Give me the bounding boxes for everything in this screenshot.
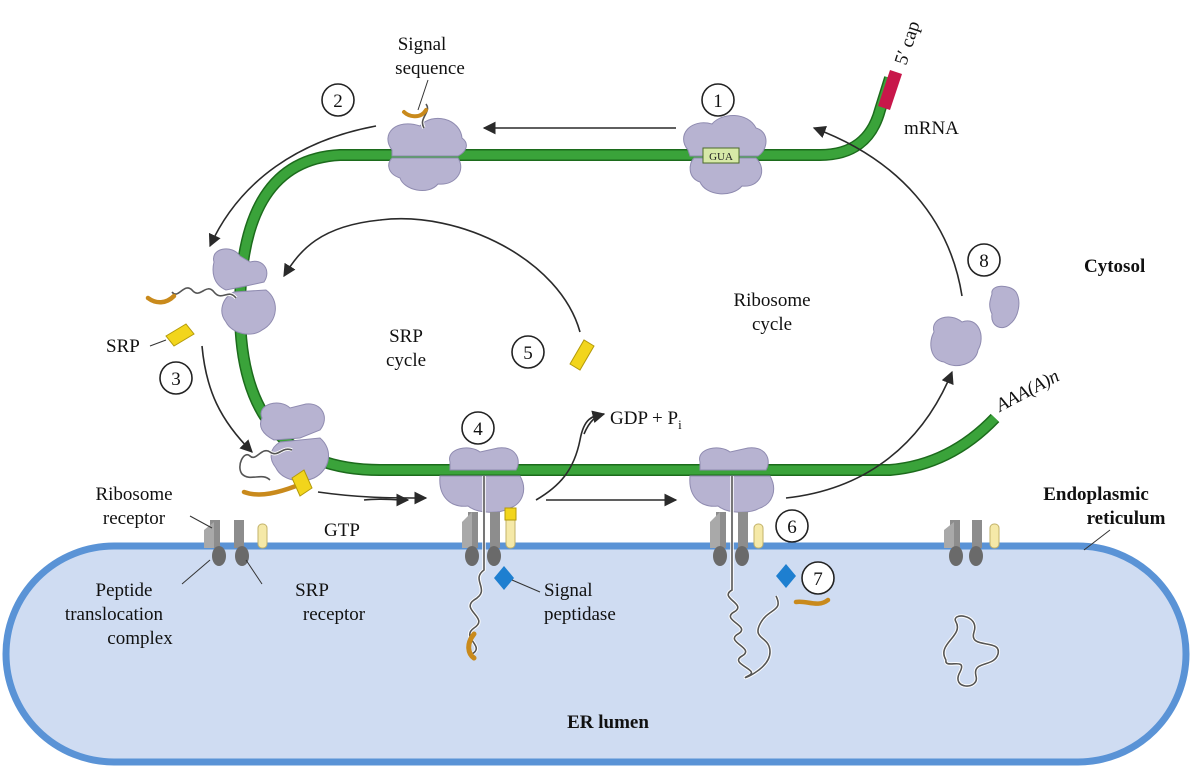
translocon-left	[204, 520, 268, 566]
step-circle-7: 7	[801, 561, 835, 595]
label-ribosome-receptor-line2: receptor	[103, 508, 166, 529]
label-ribosome-cycle-line1: Ribosome	[733, 290, 810, 311]
translocon-far-right	[944, 520, 1000, 566]
ribosome-large-subunit-free	[930, 316, 982, 366]
leader-lines	[149, 79, 1111, 593]
mrna-5prime-cap	[878, 70, 902, 110]
nascent-chain-mid	[466, 476, 486, 661]
label-cytosol: Cytosol	[1084, 256, 1145, 277]
step-number: 2	[333, 91, 343, 112]
label-ribosome-receptor-line1: Ribosome	[95, 484, 172, 505]
srp-bound	[291, 469, 313, 497]
translocon-mid	[462, 507, 517, 566]
label-5prime-cap: 5′ cap	[891, 18, 925, 67]
ribosome-signal-emerging	[387, 102, 467, 192]
label-srp-receptor-line2: receptor	[303, 604, 366, 625]
label-ribosome-cycle-line2: cycle	[752, 314, 792, 335]
cleaved-signal-peptide	[793, 597, 831, 606]
label-ptc-line1: Peptide	[96, 580, 153, 601]
signal-sequence-peptide	[402, 108, 428, 119]
step-circle-2: 2	[321, 83, 355, 117]
flow-arrows	[201, 121, 963, 507]
ribosome-docked-translocon	[439, 447, 525, 513]
label-srp-receptor-line1: SRP	[295, 580, 329, 601]
gua-codon-box	[702, 147, 740, 164]
srp-receptor-far-right	[989, 523, 1000, 549]
step-number: 4	[473, 419, 483, 440]
label-signal-sequence-line2: sequence	[395, 58, 465, 79]
label-signal-peptidase-line2: peptidase	[544, 604, 616, 625]
srp-receptor-right	[753, 523, 764, 549]
ribosome-srp-docking	[238, 402, 329, 497]
label-er-line2: reticulum	[1087, 508, 1166, 529]
translocon-right	[710, 512, 764, 566]
step-number: 6	[787, 517, 797, 538]
label-gtp: GTP	[324, 520, 360, 541]
label-srp: SRP	[106, 336, 140, 357]
srp-receptor-left	[257, 523, 268, 549]
er-membrane	[2, 542, 1190, 766]
label-polya: AAA(A)n	[991, 366, 1063, 418]
nascent-chain-right	[726, 476, 780, 680]
step-circle-5: 5	[511, 335, 545, 369]
step-number: 3	[171, 369, 181, 390]
step-circle-6: 6	[775, 509, 809, 543]
folded-protein-lumen	[942, 614, 1000, 688]
label-srp-cycle-line1: SRP	[389, 326, 423, 347]
step-number: 8	[979, 251, 989, 272]
label-er-line1: Endoplasmic	[1043, 484, 1149, 505]
signal-peptidase-mid	[494, 566, 514, 590]
label-signal-sequence-line1: Signal	[398, 34, 447, 55]
label-er-lumen: ER lumen	[567, 712, 649, 733]
ribosome-small-subunit-free	[989, 285, 1020, 329]
codon-label: GUA	[709, 151, 733, 163]
label-gdp-pi: GDP + Pi	[610, 408, 682, 432]
label-ptc-line3: complex	[107, 628, 173, 649]
step-number: 7	[813, 569, 823, 590]
srp-particle-free	[165, 323, 195, 347]
signal-peptidase-right	[776, 564, 796, 588]
step-number: 1	[713, 91, 723, 112]
label-srp-cycle-line2: cycle	[386, 350, 426, 371]
label-ptc-line2: translocation	[65, 604, 164, 625]
step-number: 5	[523, 343, 533, 364]
step-circle-4: 4	[461, 411, 495, 445]
ribosome-srp-binding	[145, 248, 276, 335]
label-mrna: mRNA	[904, 118, 959, 139]
step-circle-8: 8	[967, 243, 1001, 277]
step-circle-1: 1	[701, 83, 735, 117]
label-signal-peptidase-line1: Signal	[544, 580, 593, 601]
srp-released	[569, 339, 595, 371]
ribosome-initiation: GUA	[683, 115, 767, 195]
step-circle-3: 3	[159, 361, 193, 395]
